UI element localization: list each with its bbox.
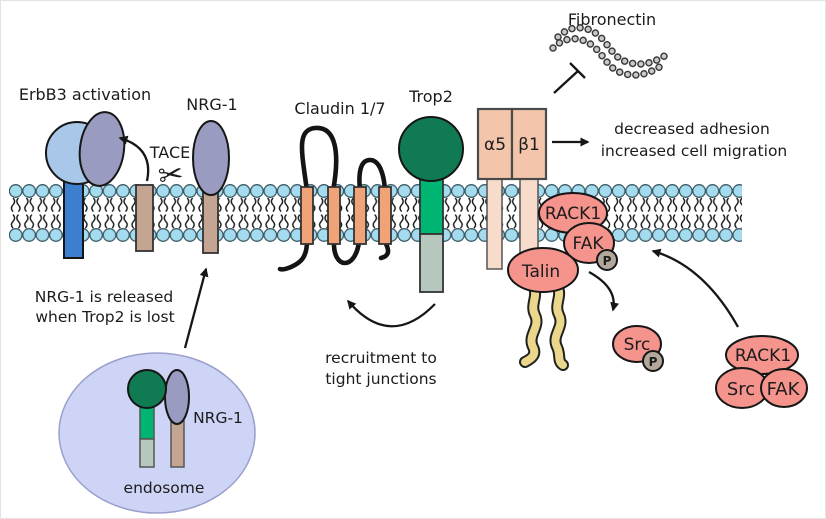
outcome-annotation: decreased adhesion increased cell migrat… <box>601 120 788 160</box>
fibronectin-label: Fibronectin <box>568 10 656 29</box>
fibronectin-molecule <box>549 24 670 79</box>
endosome-nrg1-body <box>164 369 190 425</box>
nrg1-bound-ligand <box>78 111 126 187</box>
nrg1-membrane-protein <box>192 120 230 254</box>
beta1-box <box>510 107 548 181</box>
rack1-label: RACK1 <box>545 204 601 224</box>
arrow-fak-to-src <box>588 270 620 312</box>
talin-complex: Talin <box>507 247 579 371</box>
cluster-rack1-label: RACK1 <box>735 346 791 366</box>
trop2-head <box>398 116 464 182</box>
claudin-tm1 <box>300 186 314 245</box>
talin-label: Talin <box>521 262 560 282</box>
trop2-stem <box>419 178 444 235</box>
rack1-fak-membrane: RACK1 FAK P <box>538 192 618 271</box>
phospho-badge-src <box>642 350 664 372</box>
cluster-src-label: Src <box>727 379 755 400</box>
claudin-loop-large <box>299 125 339 194</box>
endosome-nrg1-label: NRG-1 <box>193 409 243 427</box>
svg-text:recruitment to: recruitment to <box>325 349 437 367</box>
arrow-cluster-to-membrane <box>651 248 740 328</box>
tace-protease <box>135 184 154 252</box>
src-label: Src <box>624 335 651 355</box>
cluster-fak-ellipse <box>760 368 808 408</box>
endosome: NRG-1 endosome <box>58 352 256 514</box>
endosome-nrg1-stem <box>170 420 185 468</box>
nrg1-release-annotation: NRG-1 is released when Trop2 is lost <box>35 288 175 326</box>
endosome-trop2-head <box>127 369 167 409</box>
svg-text:when Trop2 is lost: when Trop2 is lost <box>35 308 174 326</box>
claudin-label: Claudin 1/7 <box>294 99 385 118</box>
erbb3-receptor <box>45 111 126 259</box>
trop2-protein <box>398 116 464 293</box>
endosome-label: endosome <box>124 479 205 497</box>
claudin-loop-small <box>357 157 388 194</box>
alpha5-label: α5 <box>484 135 506 155</box>
phospho-badge-fak <box>596 249 618 271</box>
claudin-tm3 <box>353 186 367 245</box>
phospho-label-src: P <box>649 355 658 369</box>
claudin-protein <box>277 125 392 272</box>
endosome-trop2-tail <box>139 438 155 468</box>
claudin-tail-left <box>277 238 310 272</box>
svg-text:increased cell migration: increased cell migration <box>601 142 788 160</box>
arrow-endosome-to-membrane <box>183 267 209 349</box>
nrg1-ectodomain <box>192 120 230 196</box>
fak-label: FAK <box>573 234 605 254</box>
src-free: Src P <box>612 325 664 372</box>
beta1-leg <box>519 178 539 256</box>
claudin-tail-middle <box>331 239 362 266</box>
talin-tails <box>519 277 569 371</box>
endosome-body <box>58 352 256 514</box>
plasma-membrane <box>9 184 742 242</box>
arrow-recruitment <box>347 299 436 328</box>
cluster-fak-label: FAK <box>767 379 801 400</box>
svg-text:decreased adhesion: decreased adhesion <box>614 120 770 138</box>
arrow-tace-to-erbb3 <box>118 135 150 182</box>
talin-ellipse <box>507 247 579 293</box>
tace-label: TACE <box>149 143 190 162</box>
rack1-src-fak-cluster: RACK1 Src FAK <box>715 335 808 409</box>
recruitment-annotation: recruitment to tight junctions <box>325 349 437 388</box>
endosome-trop2-stem <box>139 405 155 440</box>
claudin-tm2 <box>327 186 341 245</box>
phospho-label-fak: P <box>603 254 612 268</box>
nrg1-stem <box>202 190 219 254</box>
scissors-icon: ✂ <box>156 156 186 194</box>
claudin-tm4 <box>378 186 392 245</box>
trop2-tail <box>419 233 444 293</box>
trop2-label: Trop2 <box>408 87 453 106</box>
beta1-label: β1 <box>518 135 540 155</box>
alpha5-leg <box>486 178 503 270</box>
erbb3-stem <box>63 180 84 259</box>
erbb3-activation-label: ErbB3 activation <box>19 85 151 104</box>
inhibition-tbar-fibronectin <box>553 62 586 94</box>
svg-text:tight junctions: tight junctions <box>325 370 436 388</box>
svg-text:NRG-1 is released: NRG-1 is released <box>35 288 173 306</box>
nrg1-membrane-label: NRG-1 <box>186 95 237 114</box>
